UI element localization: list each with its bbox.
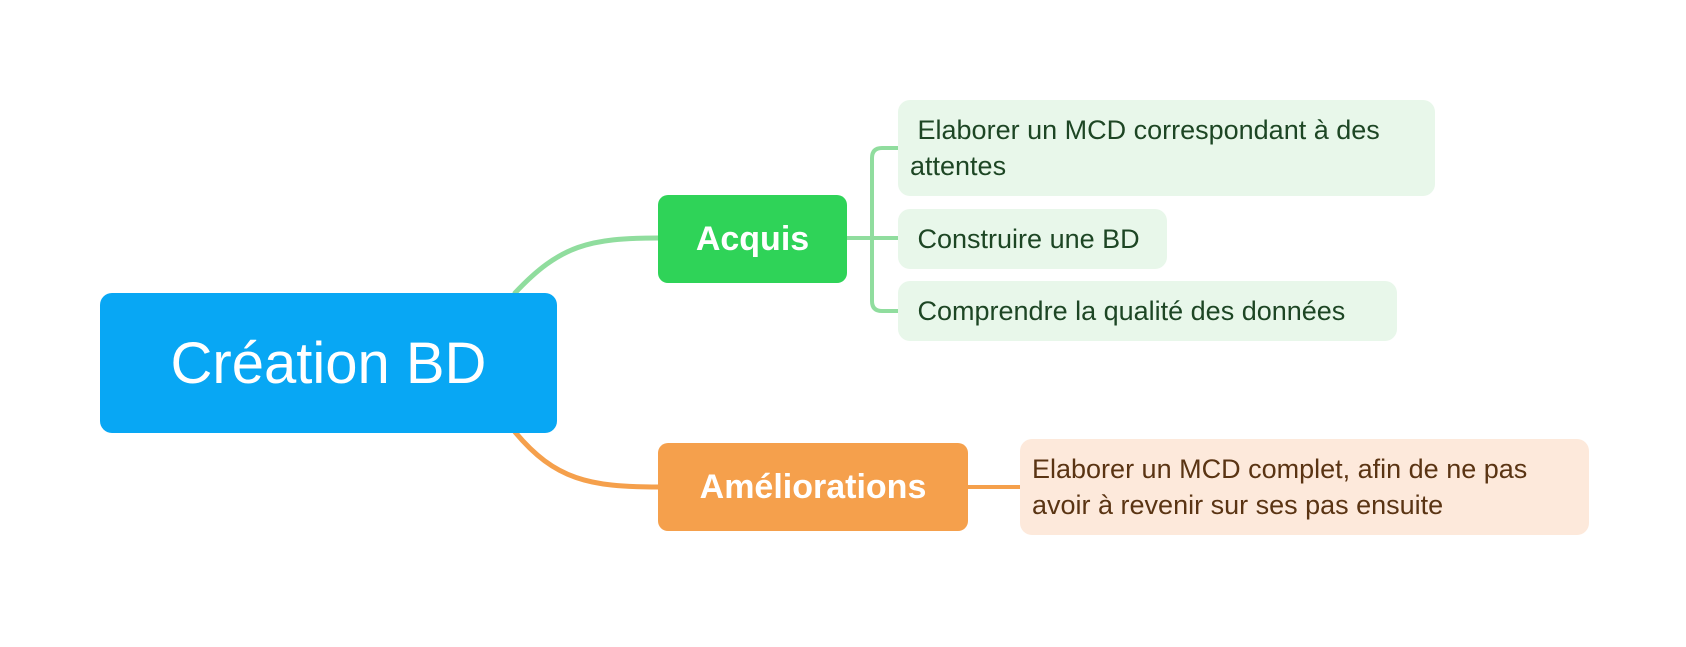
branch-label-ameliorations: Améliorations [699, 467, 927, 506]
connector-root-ameliorations [512, 429, 661, 490]
leaf-node-acquis-2[interactable]: Construire une BD [898, 209, 1167, 269]
leaf-node-ameliorations-1[interactable]: Elaborer un MCD complet, afin de ne pas … [1020, 439, 1589, 535]
leaf-node-acquis-1[interactable]: Elaborer un MCD correspondant à des atte… [898, 100, 1435, 196]
leaf-label: Elaborer un MCD complet, afin de ne pas … [1032, 454, 1528, 520]
connector-root-acquis [512, 235, 661, 296]
leaf-label: Elaborer un MCD correspondant à des atte… [910, 115, 1388, 181]
branch-label-acquis: Acquis [695, 219, 810, 258]
connector-acquis-bracket [870, 146, 898, 313]
root-label: Création BD [170, 330, 487, 396]
root-node[interactable]: Création BD [100, 293, 557, 433]
branch-node-ameliorations[interactable]: Améliorations [658, 443, 968, 531]
leaf-label: Construire une BD [910, 224, 1140, 254]
leaf-label: Comprendre la qualité des données [910, 296, 1346, 326]
branch-node-acquis[interactable]: Acquis [658, 195, 847, 283]
leaf-node-acquis-3[interactable]: Comprendre la qualité des données [898, 281, 1397, 341]
